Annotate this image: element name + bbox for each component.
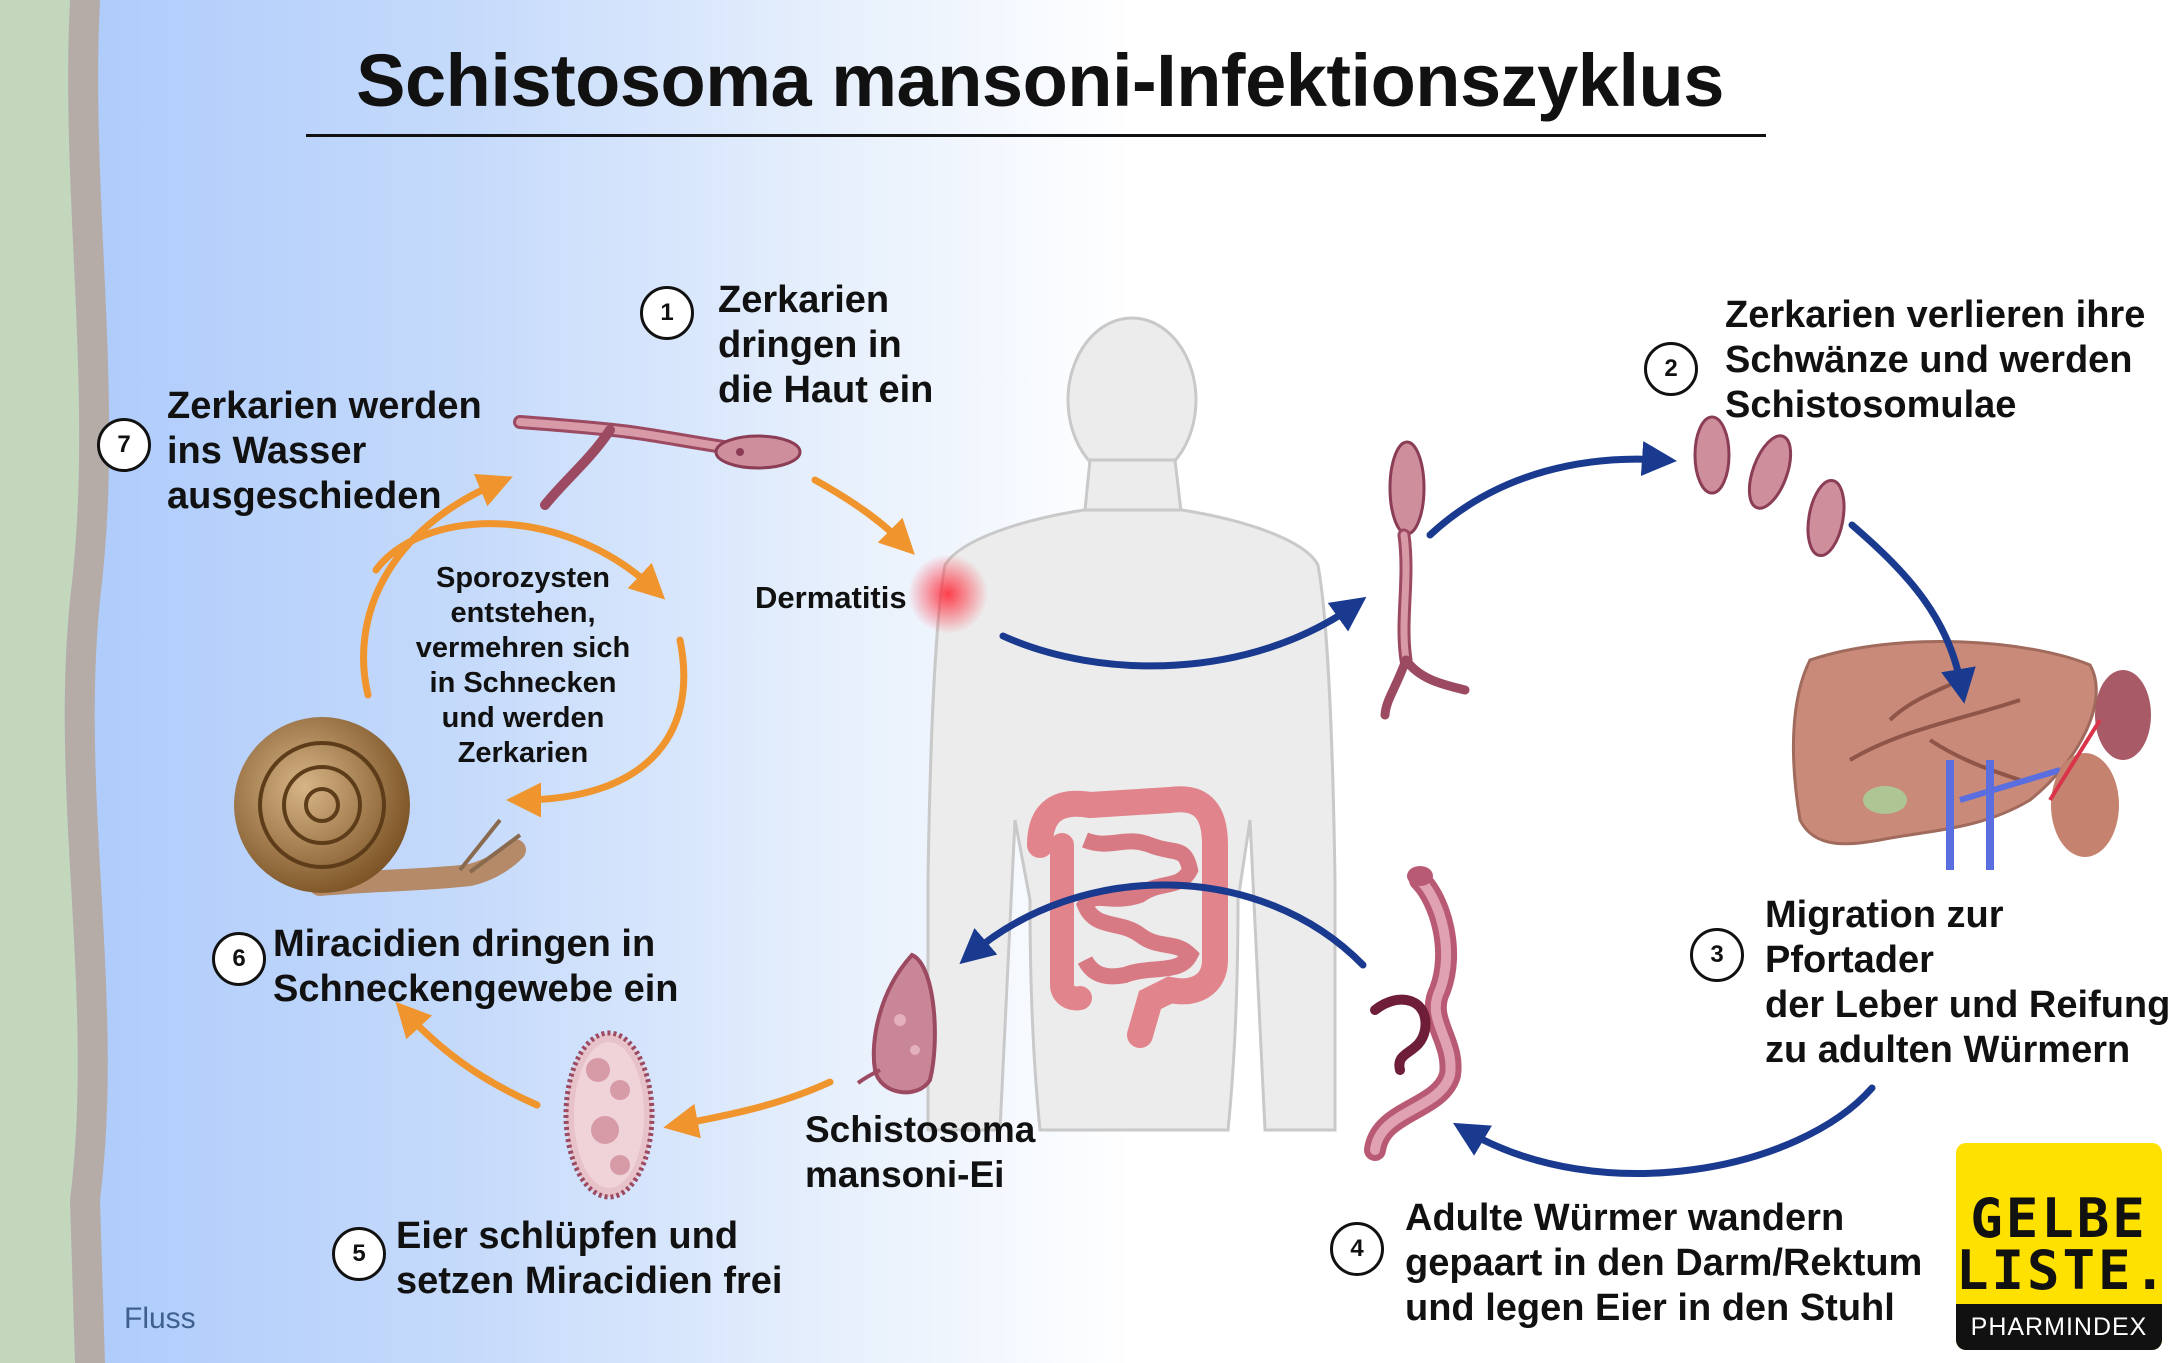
sporocyst-label: Sporozysten entstehen, vermehren sich in… xyxy=(415,562,631,769)
arrow-miracidium-to-snail xyxy=(395,1001,541,1109)
logo-subtitle: PHARMINDEX xyxy=(1956,1304,2162,1350)
arrow-liver-to-worms xyxy=(1452,1084,1876,1177)
step-1-badge: 1 xyxy=(640,286,694,340)
step-2-label: Zerkarien verlieren ihre Schwänze und we… xyxy=(1725,294,2146,426)
title-underline xyxy=(306,134,1766,137)
arrow-worms-to-egg xyxy=(959,881,1367,969)
step-1-label: Zerkarien dringen in die Haut ein xyxy=(718,279,934,411)
step-3-badge: 3 xyxy=(1690,928,1744,982)
logo-line-1: GELBE xyxy=(1970,1187,2148,1250)
cercaria-icon xyxy=(513,415,802,510)
step-4-badge: 4 xyxy=(1330,1222,1384,1276)
arrow-to-schistosomulae xyxy=(1426,441,1677,539)
dermatitis-label: Dermatitis xyxy=(755,580,907,615)
step-7-badge: 7 xyxy=(97,418,151,472)
step-5-label: Eier schlüpfen und setzen Miracidien fre… xyxy=(396,1215,783,1302)
logo-line-2: LISTE. xyxy=(1956,1239,2162,1302)
step-2-badge: 2 xyxy=(1644,342,1698,396)
arrow-to-liver xyxy=(1848,521,1976,704)
step-3-label: Migration zur Pfortader der Leber und Re… xyxy=(1765,894,2171,1071)
dermatitis-spot xyxy=(908,554,988,634)
egg-label: Schistosoma mansoni-Ei xyxy=(805,1109,1036,1195)
arrow-step1-to-skin xyxy=(811,476,915,555)
snail-icon xyxy=(234,717,526,896)
miracidium-icon xyxy=(563,1030,655,1200)
gelbe-liste-logo: GELBE LISTE. PHARMINDEX xyxy=(1956,1143,2162,1350)
step-7-label: Zerkarien werden ins Wasser ausgeschiede… xyxy=(167,385,482,517)
egg-icon xyxy=(856,952,937,1095)
step-6-label: Miracidien dringen in Schneckengewebe ei… xyxy=(273,923,679,1010)
liver-icon xyxy=(1791,640,2151,870)
river-label: Fluss xyxy=(124,1302,196,1335)
arrow-sporocyst-lower xyxy=(506,636,688,818)
page-title: Schistosoma mansoni-Infektionszyklus xyxy=(356,39,1724,122)
intestine-icon xyxy=(1027,786,1228,1048)
arrow-egg-to-miracidium xyxy=(663,1078,834,1139)
schistosomula-icon xyxy=(1693,415,1846,558)
step-5-badge: 5 xyxy=(332,1227,386,1281)
step-4-label: Adulte Würmer wandern gepaart in den Dar… xyxy=(1405,1197,1923,1329)
arrow-sporocyst-upper xyxy=(372,520,666,600)
cercaria-icon xyxy=(1380,440,1470,720)
arrow-skin-to-blood xyxy=(999,596,1367,670)
adult-worm-icon xyxy=(1364,866,1462,1161)
step-6-badge: 6 xyxy=(212,932,266,986)
river-bank xyxy=(0,0,80,1363)
human-body-icon xyxy=(926,316,1337,1132)
river-edge xyxy=(64,0,110,1363)
arrow-snail-to-cercaria xyxy=(360,473,513,699)
